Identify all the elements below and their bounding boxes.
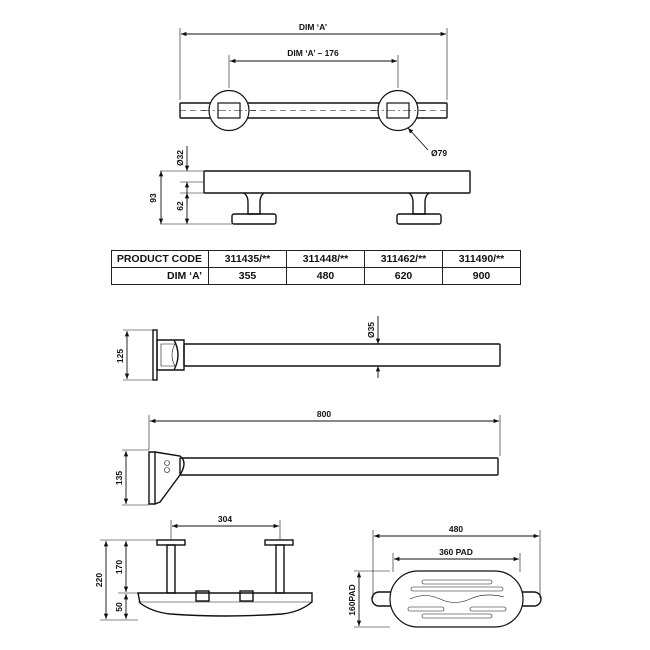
shelf-pad-depth-label: 160PAD (347, 584, 357, 616)
shelf-clip-right (239, 590, 254, 602)
hinged-rail-tube (183, 343, 501, 367)
top-view: DIM ‘A’ DIM ‘A’ – 176 Ø79 (179, 22, 448, 158)
product-code-header: PRODUCT CODE (111, 250, 209, 268)
hinged-length-label: 800 (317, 409, 331, 419)
shelf-tray (137, 592, 313, 617)
flange-diameter-label: Ø79 (431, 148, 447, 158)
hinged-front-height-label: 135 (114, 471, 124, 485)
dim-a-row: DIM ‘A’ 355 480 620 900 (111, 267, 521, 285)
shelf-length-label: 480 (449, 524, 463, 534)
hinged-rail-side-view: 125 Ø35 (115, 316, 501, 381)
side-tube-diameter-label: Ø32 (175, 150, 185, 166)
side-height-total-label: 93 (148, 193, 158, 203)
dim-a-header: DIM ‘A’ (111, 267, 209, 285)
shelf-pad-height-label: 50 (114, 602, 124, 612)
product-code-cell: 311462/** (364, 250, 443, 268)
product-code-cell: 311435/** (208, 250, 287, 268)
shelf-clip-left (195, 590, 210, 602)
shelf-post-height-label: 170 (114, 560, 124, 574)
hinged-rail-front-view: 800 135 (114, 409, 501, 506)
shelf-total-height-label: 220 (94, 573, 104, 587)
dim-centres-label: DIM ‘A’ – 176 (287, 48, 339, 58)
shelf-front-view: 304 220 170 50 (94, 514, 313, 621)
side-base-left (231, 213, 277, 225)
dim-a-cell: 900 (442, 267, 521, 285)
dim-a-label: DIM ‘A’ (299, 22, 327, 32)
hinged-height-label: 125 (115, 349, 125, 363)
product-code-row: PRODUCT CODE 311435/** 311448/** 311462/… (111, 250, 521, 268)
hinged-front-tube (179, 457, 499, 476)
dim-a-cell: 355 (208, 267, 287, 285)
dim-a-cell: 480 (286, 267, 365, 285)
side-base-right (396, 213, 442, 225)
shelf-pad-length-label: 360 PAD (439, 547, 473, 557)
shelf-flange-left (156, 539, 186, 546)
side-view: Ø32 93 62 (148, 146, 471, 225)
wall-plate (148, 451, 156, 505)
shelf-plan-view: 480 360 PAD 160PAD (347, 524, 542, 628)
shelf-flange-right (264, 539, 294, 546)
side-height-centre-label: 62 (175, 201, 185, 211)
side-rail-tube (203, 170, 471, 194)
product-code-cell: 311490/** (442, 250, 521, 268)
hinged-tube-diameter-label: Ø35 (366, 322, 376, 338)
pad-wave-logo (409, 594, 505, 603)
product-table: PRODUCT CODE 311435/** 311448/** 311462/… (111, 250, 521, 285)
shelf-pad (389, 570, 524, 628)
dim-a-cell: 620 (364, 267, 443, 285)
product-code-cell: 311448/** (286, 250, 365, 268)
shelf-centres-label: 304 (218, 514, 232, 524)
